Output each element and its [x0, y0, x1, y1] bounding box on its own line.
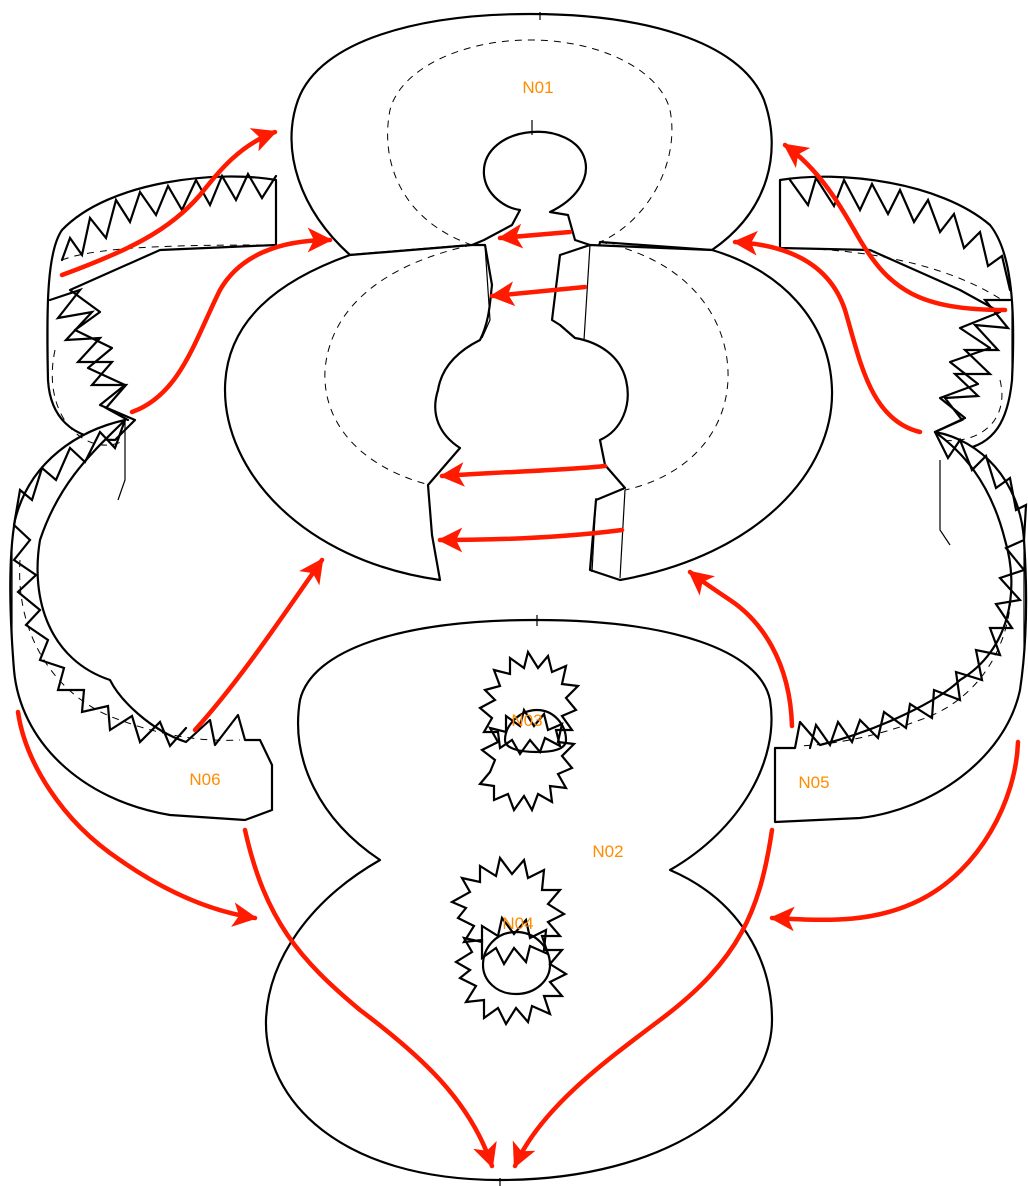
- n01-top-tick: [531, 12, 541, 135]
- label-n01: N01: [522, 78, 553, 97]
- n03-core: [503, 708, 568, 754]
- flow-arrows: [15, 128, 1021, 1169]
- node-n01-surface: [290, 12, 773, 302]
- n06-lower-gear-band: [9, 418, 274, 822]
- node-labels: N01 N02 N03 N04 N05 N06: [189, 78, 829, 933]
- middle-dashed-inner: [324, 241, 729, 491]
- arrow-n05-to-n02-right: [769, 739, 1021, 932]
- arrow-n05-to-n02-bottom: [512, 827, 775, 1169]
- arrow-n05-lower-to-middle: [687, 569, 795, 729]
- n06-upper-zigzag-inner: [48, 287, 130, 422]
- n06-lower-zigzag: [12, 418, 188, 749]
- arrow-n06-to-n02-left: [15, 709, 258, 927]
- arrow-n05-upper-to-n01: [782, 142, 1008, 313]
- middle-lens-outline: [223, 243, 494, 582]
- node-n04-surface: [449, 855, 569, 1027]
- label-n02: N02: [592, 842, 623, 861]
- node-n02-surface: [264, 615, 774, 1186]
- n04-core: [481, 930, 552, 996]
- n01-lens-outline: [290, 12, 773, 302]
- n06-side-wall: [11, 180, 277, 640]
- n06-upper-zigzag: [60, 171, 278, 262]
- arrow-n06-to-n02-bottom: [242, 827, 497, 1169]
- n01-dashed-inner: [387, 39, 673, 246]
- n05-lower-gear-band: [773, 430, 1028, 824]
- node-n05-surface: [773, 175, 1028, 824]
- arrow-n06-upper-to-n01: [59, 128, 278, 278]
- n05-dashed-ring: [779, 247, 1012, 747]
- arrow-neck-3: [439, 462, 608, 487]
- label-n06: N06: [189, 770, 220, 789]
- n03-gear-top: [478, 649, 581, 757]
- n06-dashed-ring: [19, 244, 277, 741]
- label-n04: N04: [502, 914, 533, 933]
- n05-lower-zigzag: [808, 430, 1028, 750]
- arrow-n06-lower-to-middle: [192, 557, 325, 733]
- node-n06-surface: [9, 171, 278, 822]
- label-n05: N05: [798, 773, 829, 792]
- n04-gear-top: [449, 855, 567, 967]
- arrow-neck-2: [489, 281, 588, 307]
- n05-upper-zigzag: [788, 175, 1012, 292]
- arrow-n05-inner-to-middle: [732, 230, 923, 435]
- n05-side-wall: [779, 180, 1025, 650]
- node-n03-surface: [477, 649, 581, 813]
- middle-lens-outline-right: [550, 243, 834, 582]
- n03-gear-bottom: [477, 707, 577, 813]
- arrow-neck-1: [497, 223, 573, 249]
- n02-ticks: [499, 615, 538, 1186]
- node-middle-surface: [223, 241, 834, 582]
- n02-lens-outline: [264, 618, 774, 1182]
- arrow-n06-inner-to-middle: [129, 227, 333, 415]
- arrow-neck-4: [437, 527, 625, 553]
- n05-upper-zigzag-inner: [933, 298, 1012, 434]
- n04-gear-bottom: [453, 915, 569, 1027]
- label-n03: N03: [511, 711, 542, 730]
- middle-dashdot-axis: [349, 241, 713, 256]
